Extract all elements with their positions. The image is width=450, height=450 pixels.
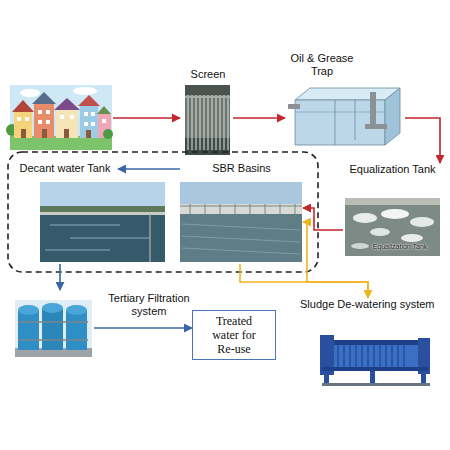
node-heading: SBR Basins — [180, 162, 303, 175]
trap-node: Oil & Grease Trap — [285, 50, 405, 152]
equalization-photo — [345, 198, 440, 256]
node-heading: Oil & Grease Trap — [285, 52, 359, 78]
screen-node: Screen — [183, 68, 233, 158]
node-heading: Equalization Tank — [337, 163, 448, 176]
node-heading: Sludge De-watering system — [300, 298, 435, 311]
flow-arrow — [118, 168, 180, 170]
flow-arrow — [233, 117, 285, 119]
dewatering-node: Sludge De-watering system — [300, 298, 434, 390]
node-heading: Treated water for Re-use — [193, 311, 275, 359]
sbr-photo — [180, 182, 302, 262]
flow-arrow — [240, 264, 368, 298]
tank-node: Equalization Tank — [343, 163, 442, 257]
group-outline — [8, 152, 318, 272]
oil-trap-drawing — [288, 88, 400, 145]
node-heading: Screen — [171, 68, 245, 81]
filtration-photo — [15, 300, 92, 357]
flow-arrow — [303, 208, 343, 230]
node-heading: Decant water Tank — [12, 162, 118, 175]
flow-arrow — [59, 264, 61, 290]
screen-photo — [185, 85, 230, 155]
flow-arrow — [94, 327, 192, 329]
filter-press-drawing — [320, 335, 430, 386]
flow-arrow — [405, 118, 440, 163]
houses-illustration — [6, 85, 113, 150]
output-box: Treated water for Re-use — [192, 310, 276, 360]
photo-caption: Equalization Tank — [360, 243, 440, 251]
tank-node: Decant water Tank — [12, 160, 118, 264]
inflow-arrow — [113, 117, 180, 119]
basin-node: SBR Basins — [180, 160, 303, 264]
node-heading: Tertiary Filtration system — [98, 292, 200, 318]
decant-photo — [40, 182, 165, 262]
flow-arrow — [303, 222, 368, 298]
filter-node: Tertiary Filtration system — [12, 290, 94, 358]
